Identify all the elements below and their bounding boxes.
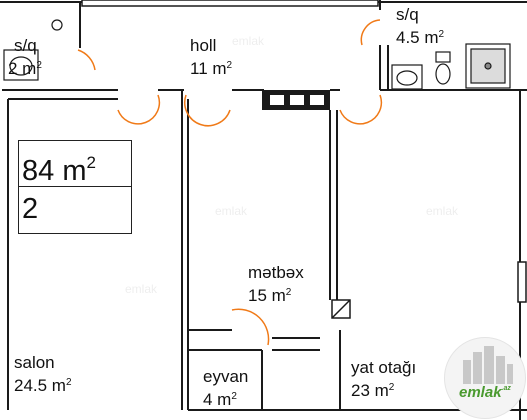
toilet-right [435, 51, 451, 85]
watermark: emlak [426, 204, 459, 218]
room-bath-right: s/q 4.5 m2 [396, 5, 444, 48]
column [331, 299, 351, 319]
door-bath-right [360, 19, 381, 46]
room-balcony: eyvan 4 m2 [203, 367, 248, 410]
room-area: 2 m2 [8, 59, 42, 78]
room-living: salon 24.5 m2 [14, 353, 72, 396]
total-area: 84 m2 [22, 153, 96, 187]
room-area: 11 m2 [190, 59, 233, 78]
room-kitchen: mətbəx 15 m2 [248, 263, 304, 306]
door-kitchen [184, 94, 231, 127]
room-count: 2 [22, 193, 39, 225]
shower [465, 43, 511, 89]
room-bath-left: s/q 2 m2 [8, 36, 42, 79]
room-name: mətbəx [248, 263, 304, 282]
logo-text: emlak.az [459, 384, 511, 401]
sink-right [391, 64, 423, 90]
room-name: holl [190, 36, 217, 55]
summary-box: 84 m2 2 [18, 140, 132, 234]
door-bedroom [339, 94, 383, 125]
summary-divider [19, 186, 131, 187]
toilet-left [51, 19, 63, 31]
room-name: salon [14, 353, 55, 372]
room-name: yat otağı [351, 358, 417, 377]
room-bedroom: yat otağı 23 m2 [351, 358, 416, 401]
room-area: 23 m2 [351, 381, 395, 400]
watermark: emlak [215, 204, 248, 218]
window-kitchen [262, 90, 330, 110]
door-balcony [231, 308, 270, 346]
room-area: 4 m2 [203, 390, 237, 409]
buildings-icon [463, 346, 513, 384]
emlak-logo: emlak.az [444, 337, 526, 419]
room-name: eyvan [203, 367, 249, 386]
watermark: emlak [125, 282, 158, 296]
room-area: 15 m2 [248, 286, 292, 305]
room-name: s/q [14, 36, 37, 55]
watermark: emlak [232, 34, 265, 48]
room-area: 4.5 m2 [396, 28, 445, 47]
door-living [117, 94, 161, 125]
window-top [81, 0, 379, 7]
door-bath-left [77, 49, 96, 71]
room-area: 24.5 m2 [14, 376, 72, 395]
sink-left [3, 49, 39, 81]
room-hall: holl 11 m2 [190, 36, 232, 79]
window-right [517, 261, 527, 303]
room-name: s/q [396, 5, 419, 24]
